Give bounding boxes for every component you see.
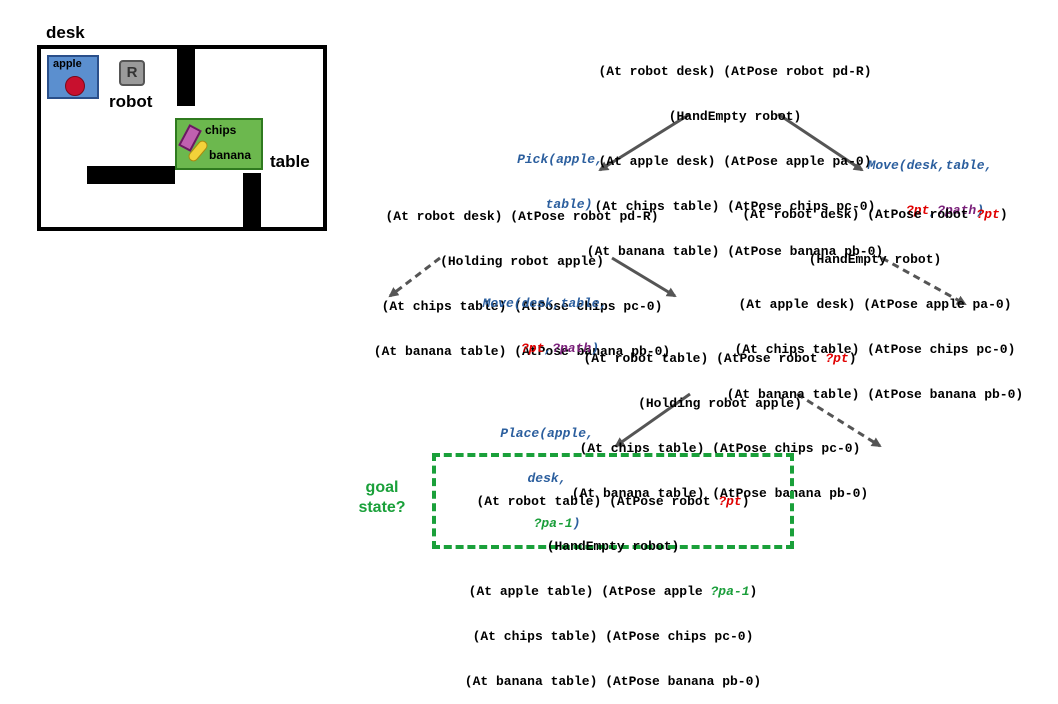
state-line: (At chips table) (AtPose chips pc-0): [579, 441, 861, 456]
right-state: (At robot desk) (AtPose robot ?pt) (Hand…: [700, 177, 1050, 417]
state-line: (At banana table) (AtPose banana pb-0): [726, 387, 1024, 402]
arrow-left-dashed: [388, 256, 441, 298]
variable-pt: ?pt: [976, 207, 1000, 222]
state-text: (At robot table) (AtPose robot: [476, 494, 719, 509]
state-line: (At banana table) (AtPose banana pb-0): [586, 244, 884, 259]
action-sep: ,: [929, 203, 938, 218]
goal-state-box: [432, 453, 794, 549]
state-line: (At chips table) (AtPose chips pc-0): [472, 629, 754, 644]
arrow-root-to-move: [777, 112, 864, 172]
arrow-left-to-mid: [611, 256, 677, 298]
state-line: (At robot table) (AtPose robot ?pt): [440, 494, 786, 509]
state-line: (At apple desk) (AtPose apple pa-0): [598, 154, 872, 169]
variable-pa: ?pa-1: [710, 584, 750, 599]
state-line: (At robot table) (AtPose robot ?pt): [545, 351, 895, 366]
action-move-right: Move(desk,table, ?pt,?path): [845, 128, 1015, 233]
goal-label-line: goal: [365, 479, 399, 496]
variable-pt: ?pt: [825, 351, 849, 366]
state-line: (At banana table) (AtPose banana pb-0): [464, 674, 762, 689]
state-line: (At robot desk) (AtPose robot pd-R): [598, 64, 872, 79]
goal-label: goal state?: [352, 478, 412, 518]
variable-path: ?path: [552, 341, 592, 356]
state-line: (At banana table) (AtPose banana pb-0): [571, 486, 869, 501]
arrow-mid-to-goal: [614, 392, 691, 448]
arrow-root-to-pick: [598, 112, 691, 172]
action-line: table): [545, 197, 593, 212]
state-line: (At banana table) (AtPose banana pb-0): [373, 344, 671, 359]
chips-label: chips: [205, 123, 237, 137]
table-region: chips banana: [175, 118, 263, 170]
variable-path: ?path: [937, 203, 977, 218]
apple-label: apple: [53, 58, 82, 70]
root-state: (At robot desk) (AtPose robot pd-R) (Han…: [560, 34, 910, 274]
variable-pt: ?pt: [905, 203, 930, 218]
state-line: (At apple table) (AtPose apple ?pa-1): [440, 584, 786, 599]
state-line: (At robot desk) (AtPose robot pd-R): [385, 209, 659, 224]
tree-arrows: [388, 112, 967, 448]
apple-icon: [65, 76, 85, 96]
goal-state: (At robot table) (AtPose robot ?pt) (Han…: [440, 464, 786, 704]
action-line: ?pt,?path): [460, 341, 630, 356]
action-line: desk,: [527, 471, 567, 486]
world-map: apple R robot chips banana table: [37, 45, 327, 231]
state-line: (HandEmpty robot): [668, 109, 802, 124]
action-line: Move(desk,table,: [482, 296, 608, 311]
robot-label: robot: [109, 92, 153, 111]
state-text: (At apple table) (AtPose apple: [468, 584, 711, 599]
state-text: ): [741, 494, 750, 509]
state-line: (HandEmpty robot): [808, 252, 942, 267]
state-line: (HandEmpty robot): [546, 539, 680, 554]
variable-pt: ?pt: [520, 341, 545, 356]
action-line: ?pt,?path): [845, 203, 1015, 218]
action-sep: ,: [544, 341, 553, 356]
action-line: ?pa-1): [482, 516, 612, 531]
banana-label: banana: [209, 148, 252, 162]
action-close: ): [591, 341, 600, 356]
state-text: (At robot desk) (AtPose robot: [742, 207, 977, 222]
state-text: (At robot table) (AtPose robot: [583, 351, 826, 366]
robot-icon: R: [119, 60, 145, 86]
state-line: (At robot desk) (AtPose robot ?pt): [700, 207, 1050, 222]
state-line: (At chips table) (AtPose chips pc-0): [734, 342, 1016, 357]
action-close: ): [976, 203, 985, 218]
state-line: (At chips table) (AtPose chips pc-0): [381, 299, 663, 314]
arrow-right-dashed: [881, 256, 967, 306]
state-text: ): [848, 351, 857, 366]
action-line: Move(desk,table,: [867, 158, 993, 173]
state-line: (At apple desk) (AtPose apple pa-0): [738, 297, 1012, 312]
state-line: (Holding robot apple): [638, 396, 802, 411]
mid-state: (At robot table) (AtPose robot ?pt) (Hol…: [545, 321, 895, 516]
table-label: table: [270, 152, 310, 171]
action-pick: Pick(apple, table): [500, 122, 620, 227]
variable-pa: ?pa-1: [533, 516, 573, 531]
wall-middle: [87, 166, 175, 184]
goal-label-line: state?: [358, 499, 406, 516]
arrow-mid-dashed: [796, 392, 882, 448]
action-close: ): [572, 516, 581, 531]
state-line: (Holding robot apple): [440, 254, 604, 269]
left-state: (At robot desk) (AtPose robot pd-R) (Hol…: [342, 179, 702, 374]
action-line: Pick(apple,: [517, 152, 603, 167]
desk-label: desk: [46, 23, 85, 42]
state-line: (At chips table) (AtPose chips pc-0): [594, 199, 876, 214]
state-text: ): [749, 584, 758, 599]
wall-top: [177, 49, 195, 106]
action-move-mid: Move(desk,table, ?pt,?path): [460, 266, 630, 371]
action-place: Place(apple, desk, ?pa-1): [482, 396, 612, 546]
state-text: ): [999, 207, 1008, 222]
wall-bottom: [243, 173, 261, 231]
variable-pt: ?pt: [718, 494, 742, 509]
desk-region: apple: [47, 55, 99, 99]
action-line: Place(apple,: [500, 426, 594, 441]
